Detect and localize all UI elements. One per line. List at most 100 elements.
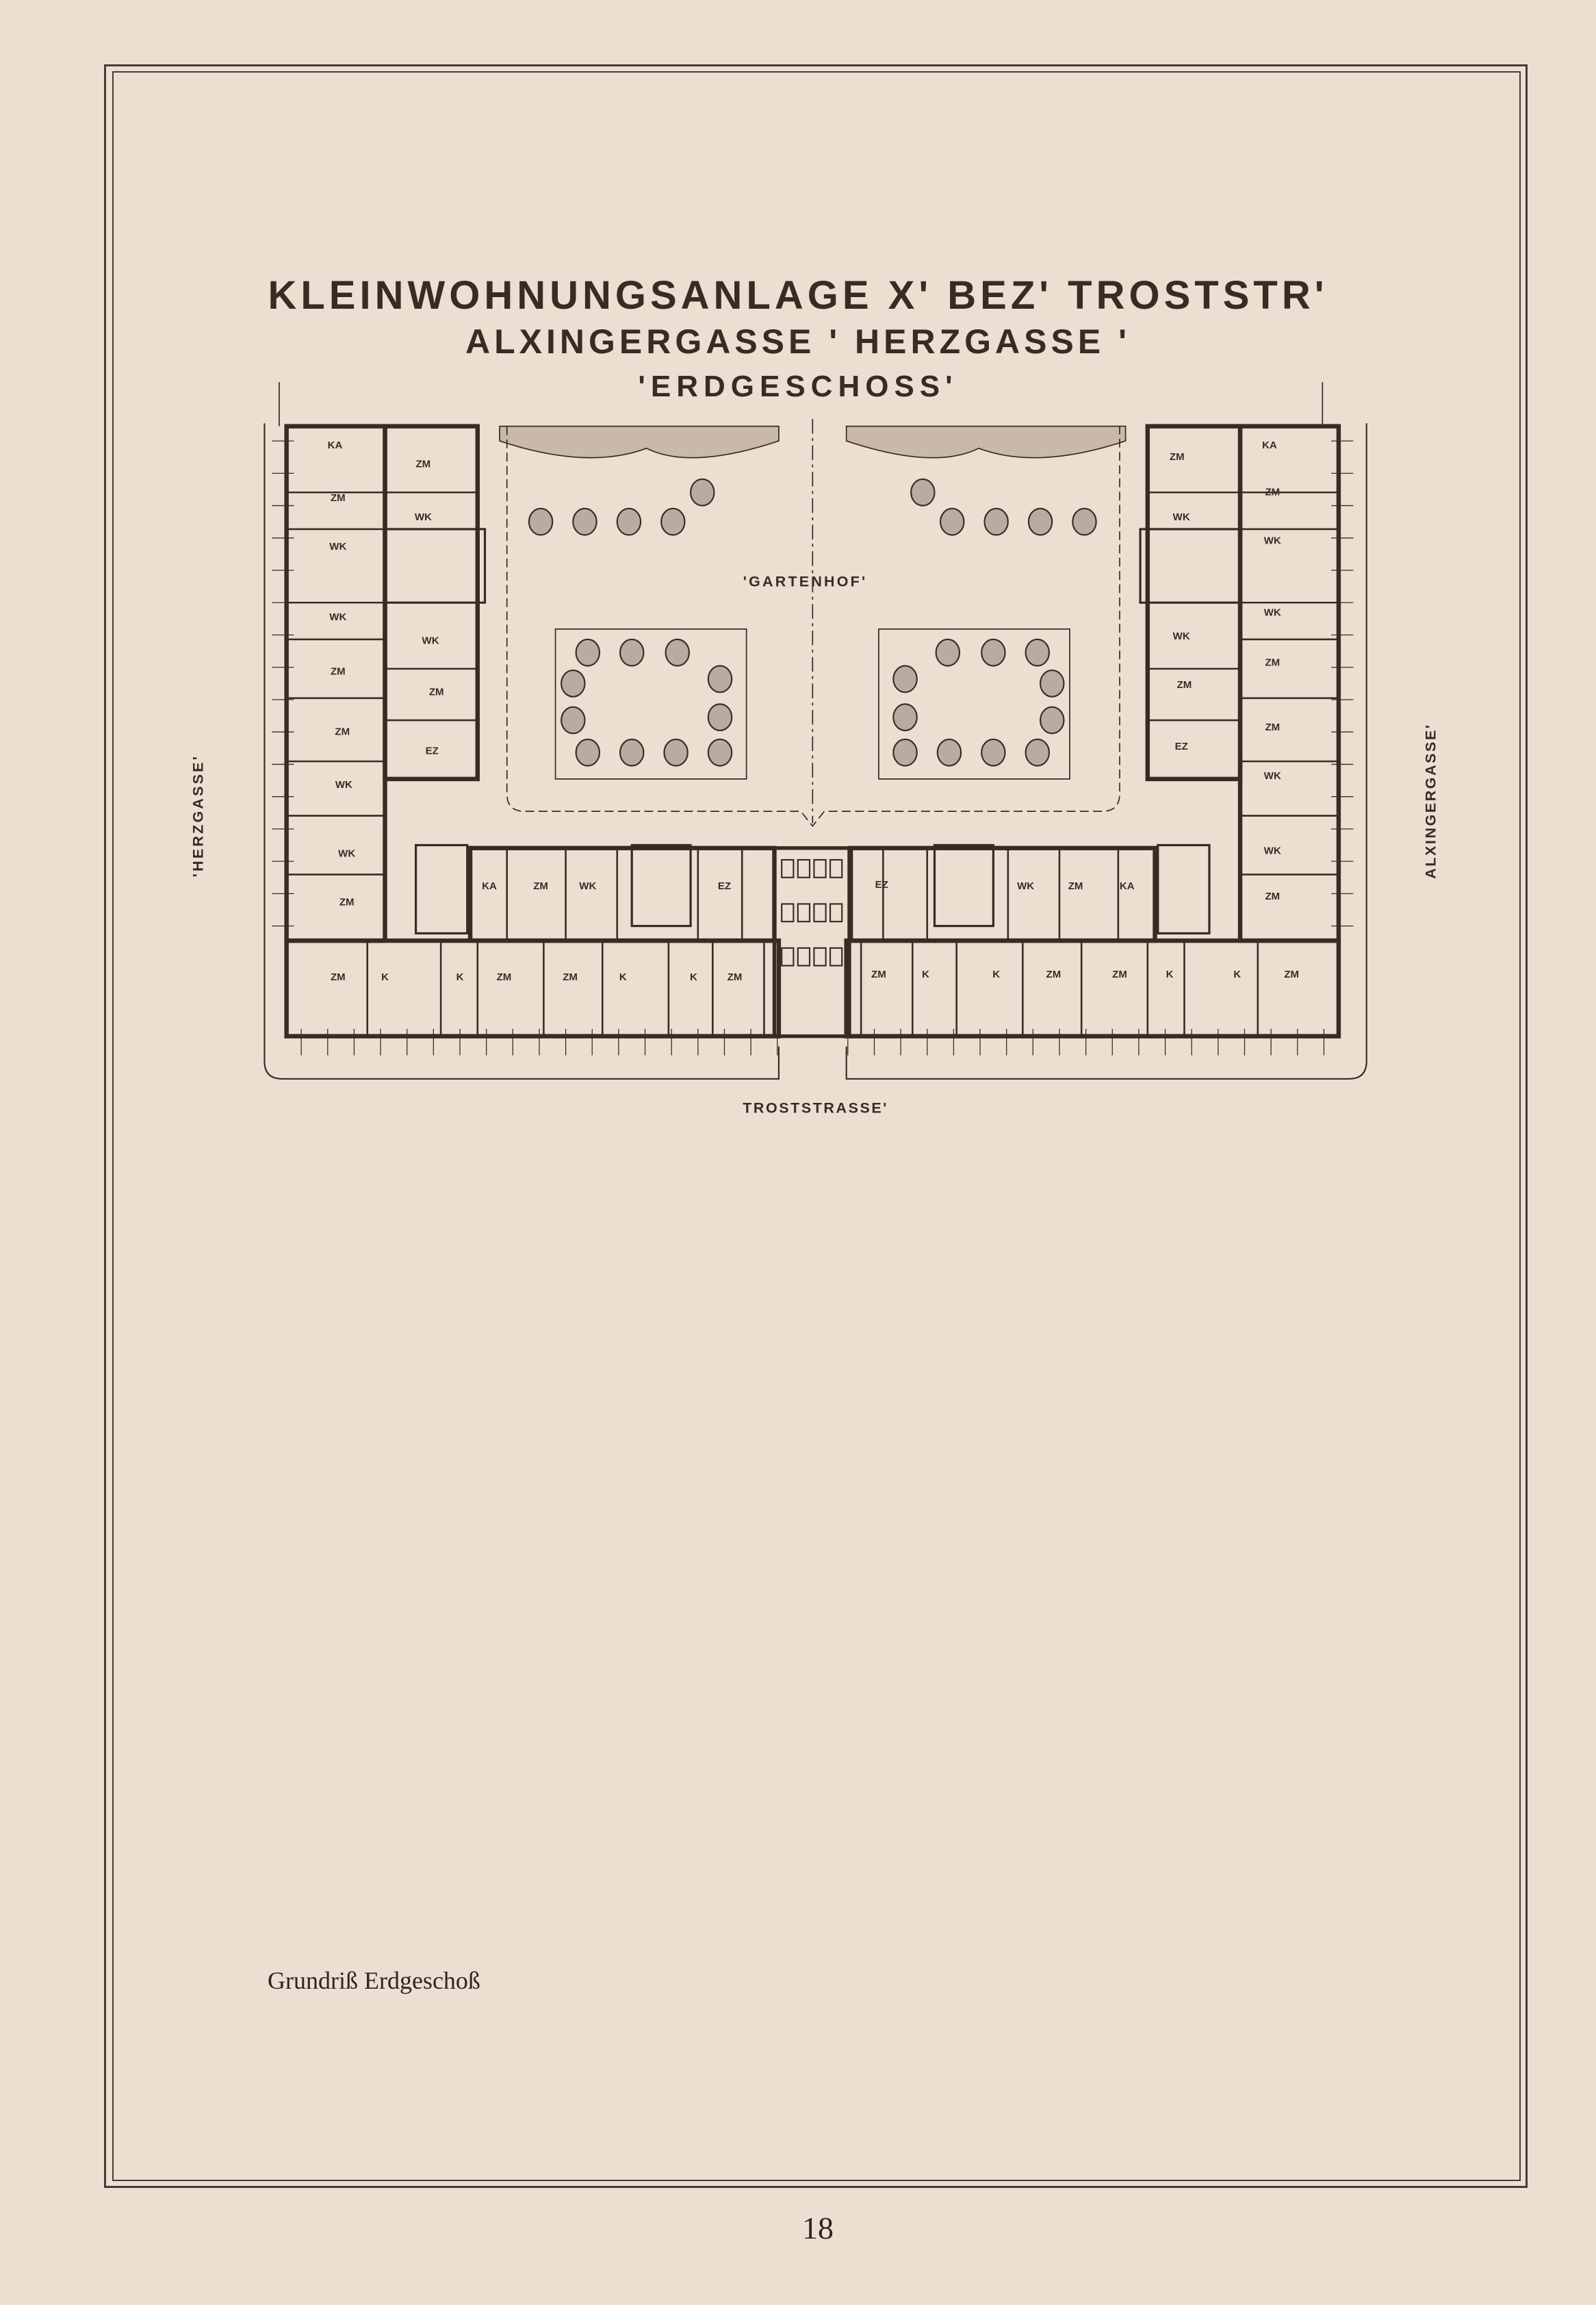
tree bbox=[910, 478, 936, 507]
stairwell bbox=[1157, 843, 1211, 934]
room-label: ZM bbox=[533, 880, 548, 892]
tree bbox=[892, 703, 918, 732]
entrance-door-panel bbox=[829, 903, 843, 923]
room-label: ZM bbox=[1284, 969, 1299, 980]
room-label: WK bbox=[1264, 535, 1281, 546]
room-label: K bbox=[456, 971, 464, 983]
hedge bbox=[499, 425, 780, 459]
courtyard-label: 'GARTENHOF' bbox=[743, 574, 868, 590]
room-label: ZM bbox=[728, 971, 743, 983]
tree bbox=[981, 638, 1006, 667]
courtyard-path bbox=[506, 426, 1120, 827]
page-border-inner bbox=[112, 71, 1521, 2181]
tree bbox=[1025, 638, 1051, 667]
room-label: ZM bbox=[1265, 657, 1280, 669]
wing-outer-column bbox=[1237, 424, 1341, 943]
entrance-door-panel bbox=[813, 947, 827, 967]
room-label: ZM bbox=[1265, 487, 1280, 498]
room-label: WK bbox=[1173, 511, 1190, 523]
room-label: ZM bbox=[335, 726, 350, 738]
room-label: ZM bbox=[331, 492, 346, 504]
tree bbox=[1027, 507, 1053, 536]
tree bbox=[690, 478, 715, 507]
street-label-left: 'HERZGASSE' bbox=[190, 754, 206, 877]
stairwell bbox=[383, 528, 487, 604]
room-label: WK bbox=[329, 541, 346, 552]
entrance-door-panel bbox=[829, 947, 843, 967]
room-label: K bbox=[992, 969, 1000, 980]
tree bbox=[983, 507, 1009, 536]
tree bbox=[528, 507, 554, 536]
tree bbox=[1025, 738, 1051, 767]
building-walls bbox=[263, 382, 1367, 1080]
room-label: ZM bbox=[497, 971, 512, 983]
room-label: ZM bbox=[563, 971, 578, 983]
tree bbox=[572, 507, 597, 536]
room-label: WK bbox=[1264, 770, 1281, 782]
tree bbox=[561, 669, 586, 698]
room-label: WK bbox=[1264, 607, 1281, 619]
room-label: WK bbox=[1017, 880, 1034, 892]
tree bbox=[940, 507, 965, 536]
room-label: WK bbox=[338, 848, 355, 860]
room-label: ZM bbox=[331, 971, 346, 983]
tree bbox=[616, 507, 642, 536]
room-label: K bbox=[619, 971, 627, 983]
tree bbox=[619, 738, 645, 767]
tree bbox=[665, 638, 691, 667]
room-label: ZM bbox=[1265, 722, 1280, 733]
room-label: EZ bbox=[718, 880, 731, 892]
entrance-door-panel bbox=[813, 858, 827, 878]
entrance-door-panel bbox=[797, 947, 811, 967]
room-label: ZM bbox=[1177, 679, 1192, 691]
page-border-outer bbox=[104, 64, 1528, 2188]
tree-bed bbox=[878, 628, 1070, 780]
tree bbox=[981, 738, 1006, 767]
plan-subtitle-streets: ALXINGERGASSE ' HERZGASSE ' bbox=[465, 322, 1131, 361]
street-label-bottom: TROSTSTRASSE' bbox=[743, 1099, 888, 1116]
tree bbox=[1040, 669, 1065, 698]
tree-bed bbox=[554, 628, 747, 780]
tree bbox=[935, 638, 961, 667]
room-label: K bbox=[1233, 969, 1241, 980]
room-label: ZM bbox=[1046, 969, 1061, 980]
room-label: EZ bbox=[875, 879, 888, 891]
room-label: KA bbox=[1262, 440, 1277, 451]
tree bbox=[575, 738, 601, 767]
room-label: WK bbox=[415, 511, 432, 523]
entrance-door-panel bbox=[781, 947, 795, 967]
room-label: WK bbox=[335, 779, 352, 791]
entrance-door-panel bbox=[813, 903, 827, 923]
street-outline-right bbox=[845, 423, 1367, 1080]
plan-subtitle-floor: 'ERDGESCHOSS' bbox=[638, 370, 958, 403]
tree bbox=[707, 665, 733, 693]
wing-front-block bbox=[844, 938, 1341, 1039]
wing-courtyard-block bbox=[848, 845, 1157, 943]
main-entrance bbox=[772, 846, 851, 1039]
room-label: ZM bbox=[331, 665, 346, 677]
stairwell bbox=[933, 843, 994, 928]
entrance-door-panel bbox=[797, 858, 811, 878]
room-label: WK bbox=[329, 611, 346, 623]
tree bbox=[619, 638, 645, 667]
entrance-door-panel bbox=[781, 858, 795, 878]
room-label: ZM bbox=[1170, 451, 1185, 463]
stairwell bbox=[1139, 528, 1241, 604]
room-label: KA bbox=[328, 440, 343, 451]
tree bbox=[663, 738, 688, 767]
tree bbox=[660, 507, 686, 536]
entrance-door-panel bbox=[781, 903, 795, 923]
room-label: WK bbox=[579, 880, 596, 892]
tree bbox=[892, 665, 918, 693]
stairwell bbox=[630, 843, 692, 928]
room-label: EZ bbox=[426, 745, 439, 756]
room-label: EZ bbox=[1175, 741, 1188, 752]
room-label: ZM bbox=[415, 459, 430, 470]
entrance-door-panel bbox=[797, 903, 811, 923]
tree bbox=[561, 706, 586, 735]
room-label: ZM bbox=[429, 687, 444, 698]
room-label: ZM bbox=[1068, 880, 1083, 892]
tree bbox=[707, 703, 733, 732]
tree bbox=[1072, 507, 1097, 536]
street-outline-left bbox=[263, 423, 780, 1080]
